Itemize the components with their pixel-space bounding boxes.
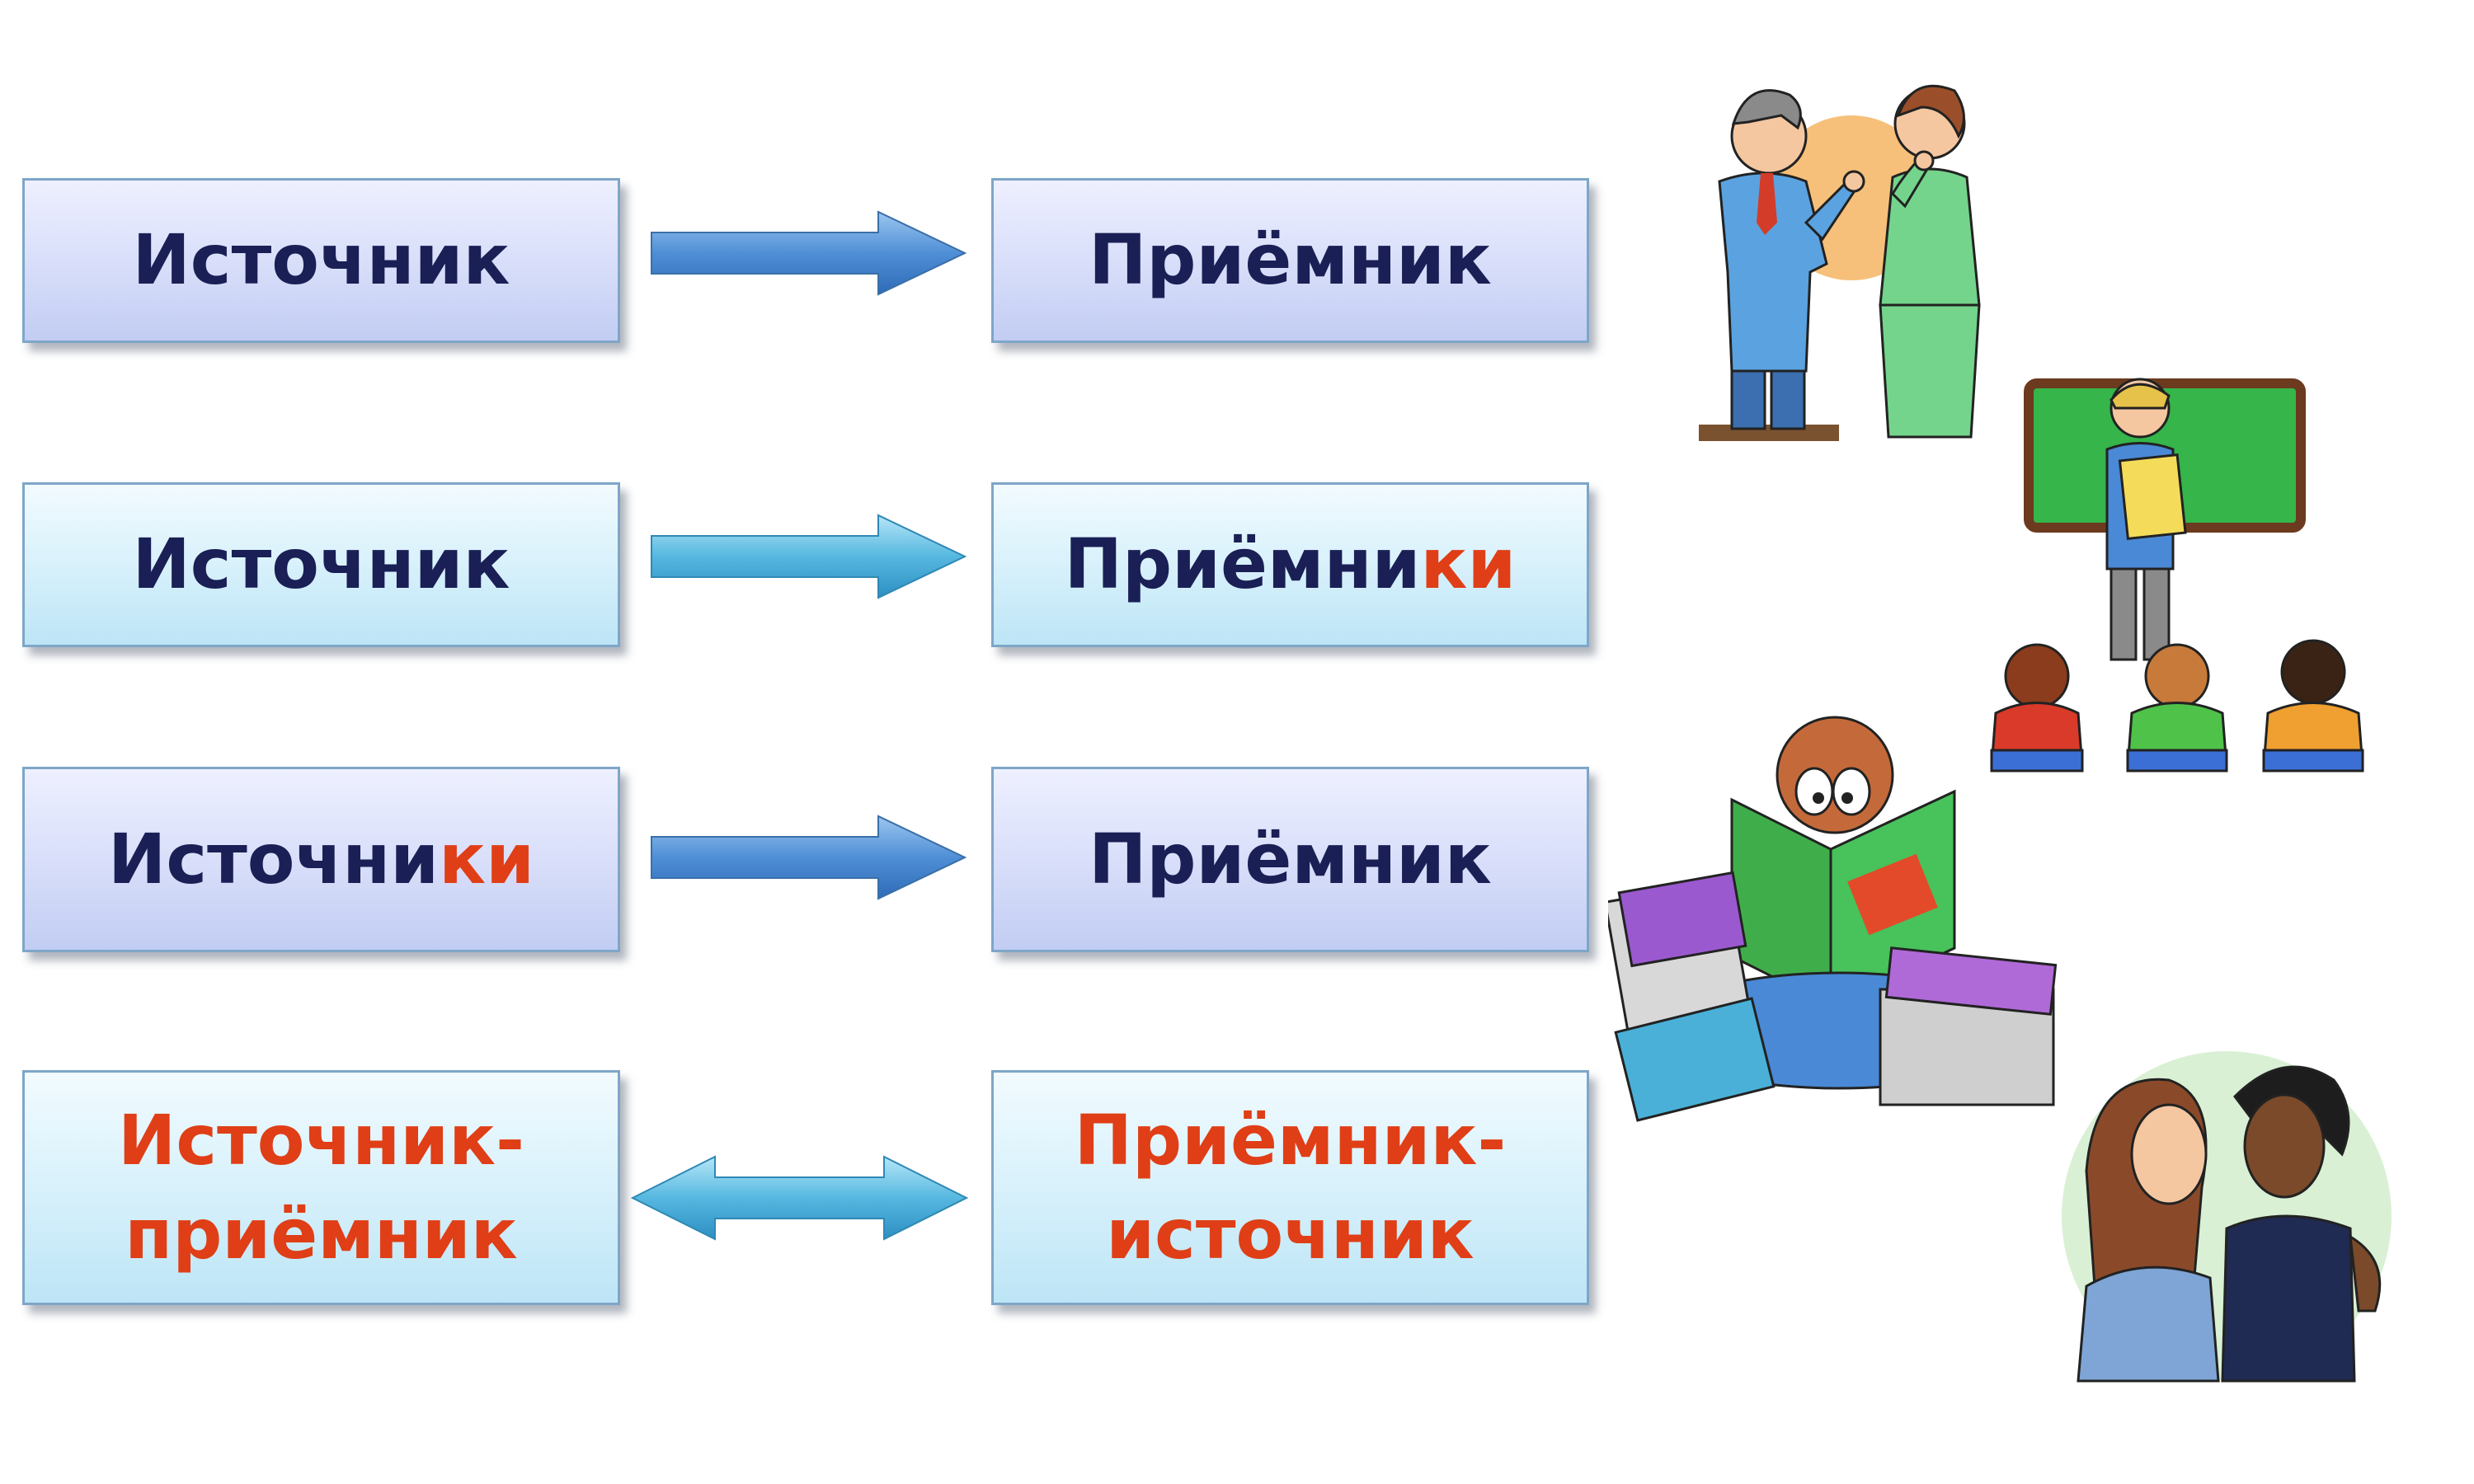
receiver-label-1: Приёмник bbox=[1089, 219, 1492, 301]
right-arrow-2 bbox=[651, 514, 967, 599]
double-arrow-4 bbox=[630, 1155, 969, 1241]
right-arrow-1 bbox=[651, 210, 967, 296]
receiver-label-4-line1: Приёмник- bbox=[1074, 1100, 1507, 1181]
teacher-with-class-icon bbox=[1990, 378, 2364, 773]
receiver-label-3: Приёмник bbox=[1089, 818, 1492, 899]
receiver-label-4-line2: источник bbox=[1106, 1193, 1475, 1275]
source-label-2: Источник bbox=[132, 524, 510, 605]
source-label-4-line2: приёмник bbox=[125, 1193, 518, 1275]
receiver-box-2: Приёмники bbox=[991, 482, 1589, 647]
source-box-3: Источники bbox=[22, 767, 620, 952]
source-box-1: Источник bbox=[22, 178, 620, 343]
two-people-talking-icon bbox=[1699, 84, 1981, 441]
source-label-4-line1: Источник- bbox=[118, 1100, 524, 1181]
receiver-box-3: Приёмник bbox=[991, 767, 1589, 952]
source-label-3: Источники bbox=[108, 818, 534, 899]
two-girls-talking-icon bbox=[2062, 1051, 2392, 1383]
receiver-box-4: Приёмник- источник bbox=[991, 1070, 1589, 1305]
right-arrow-3 bbox=[651, 815, 967, 900]
boy-reading-magazines-icon bbox=[1608, 716, 2058, 1122]
source-box-4: Источник- приёмник bbox=[22, 1070, 620, 1305]
receiver-label-2: Приёмники bbox=[1064, 524, 1517, 605]
source-box-2: Источник bbox=[22, 482, 620, 647]
source-label-1: Источник bbox=[132, 219, 510, 301]
receiver-box-1: Приёмник bbox=[991, 178, 1589, 343]
